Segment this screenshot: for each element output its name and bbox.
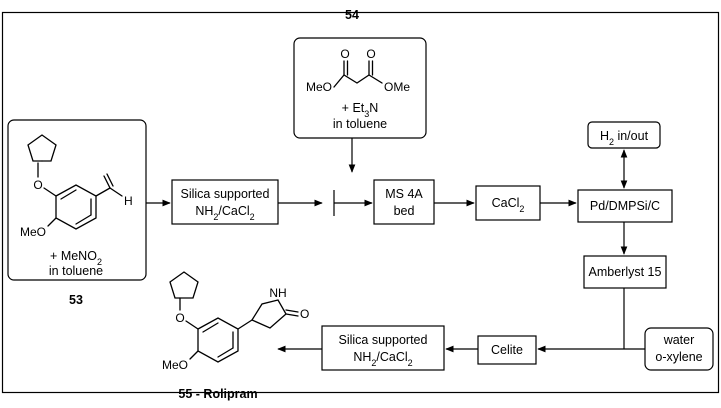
reagent-54-box: O O MeO OMe + Et3N in toluene: [293, 37, 427, 139]
h2-in-out-box: H2 in/out: [587, 121, 661, 149]
silica-column-1: Silica supported NH2/CaCl2: [171, 179, 279, 225]
svg-text:H2 in/out: H2 in/out: [600, 129, 649, 147]
product-ring-oxygen: O: [175, 311, 184, 325]
celite-column: Celite: [477, 335, 537, 365]
svg-text:NH2/CaCl2: NH2/CaCl2: [195, 204, 254, 222]
svg-text:Amberlyst 15: Amberlyst 15: [589, 265, 662, 279]
svg-text:NH2/CaCl2: NH2/CaCl2: [353, 350, 412, 368]
malonate-ome: OMe: [384, 80, 410, 94]
svg-text:CaCl2: CaCl2: [492, 196, 525, 214]
svg-text:Silica supported: Silica supported: [181, 187, 270, 201]
svg-text:MS 4A: MS 4A: [385, 187, 423, 201]
reagent-53-solvent: in toluene: [49, 264, 103, 278]
product-carbonyl-o: O: [300, 307, 309, 321]
aldehyde-h: H: [124, 194, 133, 208]
water-xylene-feed: water o-xylene: [644, 327, 714, 371]
product-nh: NH: [269, 286, 286, 300]
cacl2-column: CaCl2: [475, 185, 541, 221]
malonate-o-right: O: [366, 47, 375, 61]
reagent-53-box: O O H MeO + MeNO2 in toluene: [7, 119, 147, 281]
amberlyst-column: Amberlyst 15: [583, 255, 667, 289]
malonate-o-left: O: [340, 47, 349, 61]
ring-oxygen-53: O: [33, 178, 42, 192]
svg-text:o-xylene: o-xylene: [655, 350, 702, 364]
reagent-53-nitro: + MeNO2: [50, 249, 102, 267]
svg-text:bed: bed: [394, 204, 415, 218]
product-caption: 55 - Rolipram: [178, 387, 257, 401]
ms-4a-bed: MS 4A bed: [373, 179, 435, 225]
svg-text:Celite: Celite: [491, 343, 523, 357]
methoxy-53: MeO: [20, 225, 46, 239]
svg-text:Pd/DMPSi/C: Pd/DMPSi/C: [590, 199, 660, 213]
outer-frame: [1, 11, 720, 394]
malonate-meo: MeO: [306, 80, 332, 94]
svg-text:Silica supported: Silica supported: [339, 333, 428, 347]
product-methoxy: MeO: [162, 358, 188, 372]
pd-catalyst-column: Pd/DMPSi/C: [577, 189, 673, 223]
reagent-54-base: + Et3N: [342, 101, 379, 119]
svg-text:water: water: [663, 333, 695, 347]
reagent-54-solvent: in toluene: [333, 117, 387, 131]
label-54: 54: [345, 8, 359, 22]
label-53: 53: [69, 293, 83, 307]
silica-column-2: Silica supported NH2/CaCl2: [321, 325, 445, 371]
rolipram-structure: O MeO O NH: [162, 271, 309, 372]
